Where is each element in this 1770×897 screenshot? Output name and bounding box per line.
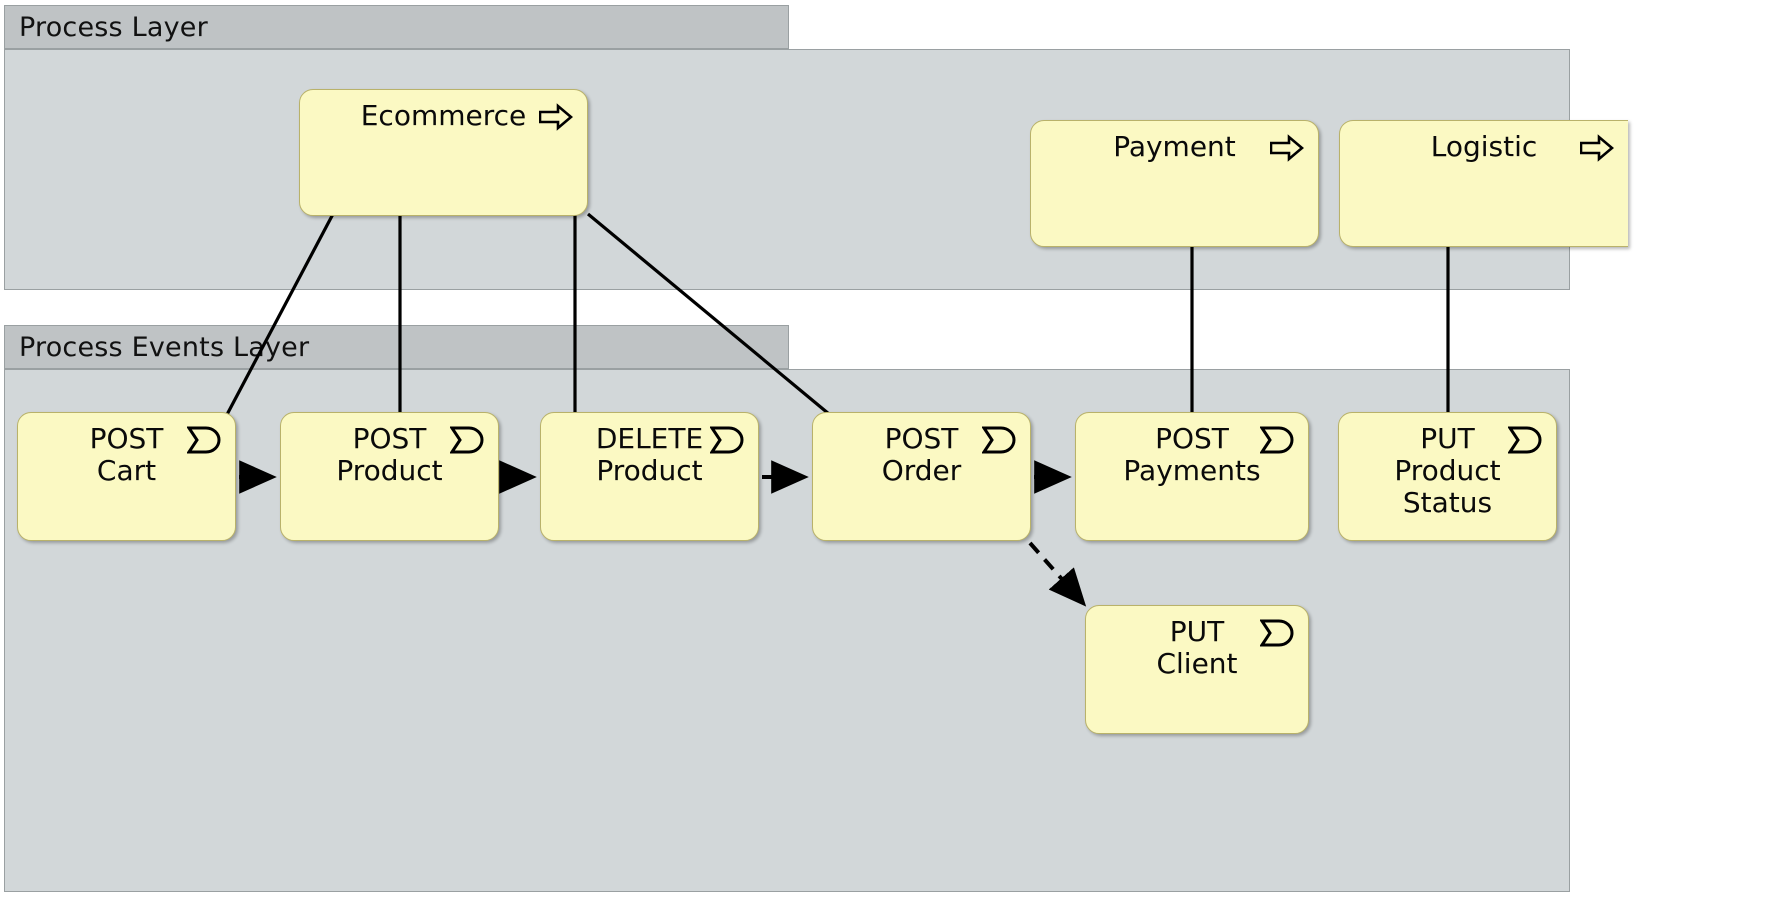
event-icon: [710, 426, 744, 454]
event-icon: [450, 426, 484, 454]
node-delete-product[interactable]: DELETE Product: [540, 412, 759, 541]
event-icon: [1260, 619, 1294, 647]
node-post-product-label: POST Product: [336, 422, 443, 487]
event-icon: [187, 426, 221, 454]
group-process-layer-label: Process Layer: [19, 11, 208, 43]
node-post-payments-label: POST Payments: [1123, 422, 1261, 487]
node-post-cart[interactable]: POST Cart: [17, 412, 236, 541]
group-process-events-layer-body: [4, 369, 1570, 892]
node-post-payments[interactable]: POST Payments: [1075, 412, 1309, 541]
process-arrow-icon: [1580, 134, 1614, 162]
group-process-layer-tab: Process Layer: [4, 5, 789, 49]
process-arrow-icon: [1270, 134, 1304, 162]
process-arrow-icon: [539, 103, 573, 131]
node-post-order[interactable]: POST Order: [812, 412, 1031, 541]
group-process-events-layer[interactable]: Process Events Layer: [4, 325, 1570, 892]
group-process-events-layer-label: Process Events Layer: [19, 331, 310, 363]
line-ecommerce-post-order: [586, 212, 831, 416]
line-ecommerce-post-cart: [220, 213, 335, 425]
node-logistic[interactable]: Logistic: [1339, 120, 1628, 247]
node-put-client-label: PUT Client: [1156, 615, 1238, 680]
event-icon: [982, 426, 1016, 454]
node-payment[interactable]: Payment: [1030, 120, 1319, 247]
node-post-product[interactable]: POST Product: [280, 412, 499, 541]
node-put-product-status-label: PUT Product Status: [1394, 422, 1501, 519]
node-delete-product-label: DELETE Product: [595, 422, 704, 487]
node-put-product-status[interactable]: PUT Product Status: [1338, 412, 1557, 541]
node-post-order-label: POST Order: [881, 422, 962, 487]
event-icon: [1260, 426, 1294, 454]
node-ecommerce[interactable]: Ecommerce: [299, 89, 588, 216]
node-payment-label: Payment: [1113, 130, 1236, 163]
node-ecommerce-label: Ecommerce: [360, 99, 527, 132]
event-icon: [1508, 426, 1542, 454]
node-put-client[interactable]: PUT Client: [1085, 605, 1309, 734]
group-process-events-layer-tab: Process Events Layer: [4, 325, 789, 369]
composition-lines: [220, 212, 1450, 425]
node-logistic-label: Logistic: [1430, 130, 1538, 163]
node-post-cart-label: POST Cart: [89, 422, 164, 487]
